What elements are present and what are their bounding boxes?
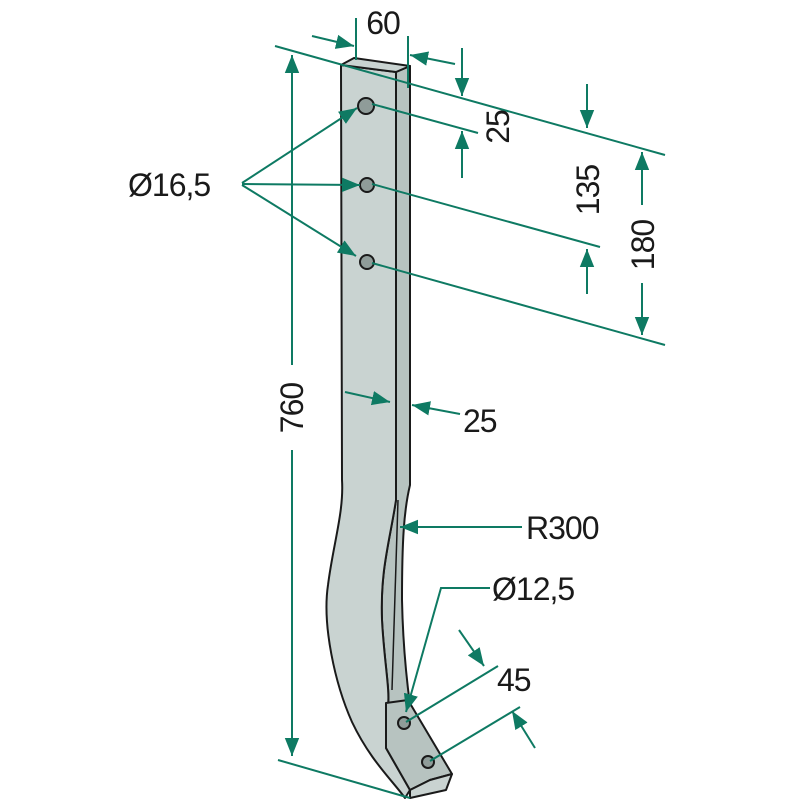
label-diameter-16-5: Ø16,5 [128, 167, 210, 203]
dimension-135: 135 [371, 84, 606, 294]
dimension-lower-hole-diameter: Ø12,5 [403, 571, 575, 713]
tine-top-face [340, 57, 411, 73]
dimension-760: 760 [274, 45, 666, 799]
dimension-45: 45 [405, 629, 536, 762]
tine-part [325, 57, 453, 799]
lower-hole-1 [397, 716, 411, 730]
dimension-25-hole-offset: 25 [371, 48, 516, 178]
dimension-25-thickness: 25 [344, 391, 498, 439]
dimension-upper-hole-diameter: Ø16,5 [128, 107, 361, 257]
label-45: 45 [497, 662, 531, 698]
dimension-60: 60 [311, 5, 456, 88]
label-r300: R300 [526, 510, 599, 546]
lower-hole-2 [421, 755, 435, 769]
label-25-thickness: 25 [463, 403, 497, 439]
tine-tip-face [409, 773, 453, 799]
upper-hole-1 [357, 97, 375, 115]
label-760: 760 [274, 383, 310, 434]
dimension-180: 180 [371, 152, 666, 346]
upper-hole-3 [359, 254, 375, 270]
label-25-top: 25 [480, 110, 516, 144]
label-180: 180 [625, 220, 661, 271]
label-135: 135 [570, 165, 606, 216]
label-diameter-12-5: Ø12,5 [492, 571, 574, 607]
dimension-r300: R300 [400, 510, 600, 546]
label-60: 60 [366, 5, 400, 41]
